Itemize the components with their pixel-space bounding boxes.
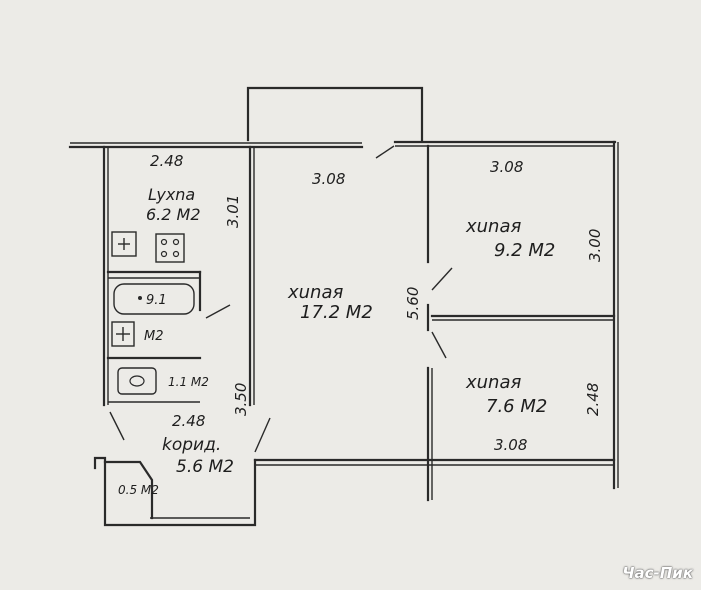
- top-right-room-area: 9.2 M2: [494, 240, 555, 261]
- room-labels: Lyxna 6.2 M2 xunaя 17.2 M2 xunaя 9.2 M2 …: [118, 185, 555, 497]
- bathtub: [113, 283, 195, 315]
- kitchen-sink: [111, 231, 137, 257]
- dim-corridor-depth: 3.50: [232, 383, 250, 416]
- bottom-right-room-name: xunaя: [465, 372, 521, 393]
- washroom-area: 1.1 M2: [168, 375, 209, 389]
- fixtures: [111, 231, 195, 395]
- corridor-area: 5.6 M2: [176, 457, 234, 477]
- dim-bottom-right-width: 3.08: [494, 436, 527, 454]
- dim-top-right-width: 3.08: [490, 158, 523, 176]
- dimension-labels: 2.48 3.01 3.08 5.60 3.08 3.00 2.48 3.08 …: [150, 152, 604, 454]
- balcony: [246, 86, 424, 142]
- dim-kitchen-depth: 3.01: [224, 195, 242, 228]
- kitchen-area: 6.2 M2: [146, 205, 201, 224]
- closet-area: 0.5 M2: [118, 483, 159, 497]
- washbasin: [117, 367, 157, 395]
- toilet: [111, 321, 135, 347]
- watermark: Час-Пик: [622, 564, 693, 582]
- wc-area: M2: [144, 329, 164, 344]
- bath-area: 9.1: [146, 293, 167, 308]
- doors: [109, 145, 453, 453]
- dim-corridor-width: 2.48: [172, 412, 205, 430]
- stove: [155, 233, 185, 263]
- dim-large-room-depth: 5.60: [404, 287, 422, 320]
- interior-walls: [103, 144, 616, 520]
- dim-large-room-width: 3.08: [312, 170, 345, 188]
- dim-top-right-depth: 3.00: [586, 229, 604, 262]
- dim-kitchen-width: 2.48: [150, 152, 183, 170]
- top-right-room-name: xunaя: [465, 216, 521, 237]
- bottom-right-room-area: 7.6 M2: [486, 396, 547, 417]
- large-room-name: xunaя: [287, 282, 343, 303]
- kitchen-name: Lyxna: [148, 185, 195, 204]
- dim-bottom-right-depth: 2.48: [584, 383, 602, 416]
- corridor-name: kopид.: [162, 435, 221, 455]
- large-room-area: 17.2 M2: [300, 302, 373, 323]
